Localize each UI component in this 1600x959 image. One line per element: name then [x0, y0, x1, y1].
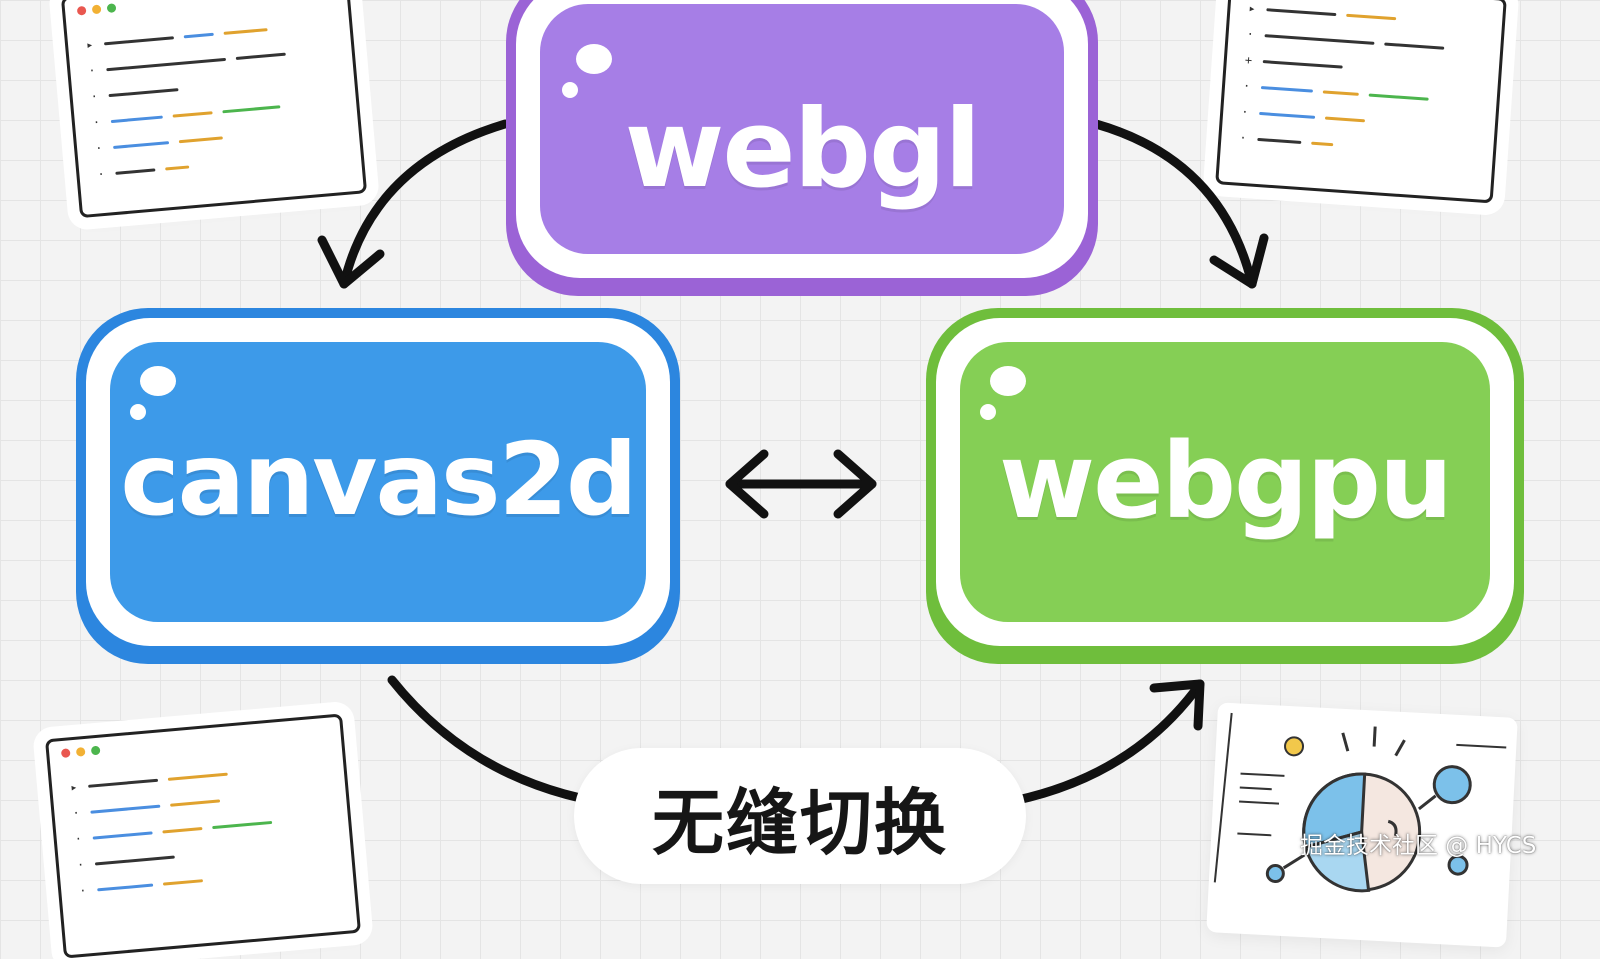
switch-label: 无缝切换: [651, 780, 948, 865]
arrow-webgl-to-canvas2d: [339, 119, 510, 289]
arrowhead-switch-webgpu: [1149, 679, 1205, 731]
node-face: webgl: [540, 4, 1064, 254]
highlight-bubble: [562, 82, 578, 98]
node-webgl: webgl: [506, 0, 1098, 296]
watermark: 掘金技术社区 @ HYCS: [1300, 833, 1537, 859]
highlight-bubble: [576, 44, 612, 74]
node-face: webgpu: [960, 342, 1490, 622]
node-label-webgl: webgl: [624, 86, 982, 212]
highlight-bubble: [990, 366, 1026, 396]
diagram-canvas: ▸ · · · · · ▸ · + · · · ▸ · · · ·: [44, 0, 1537, 959]
highlight-bubble: [130, 404, 146, 420]
highlight-bubble: [980, 404, 996, 420]
highlight-bubble: [140, 366, 176, 396]
switch-label-pill: 无缝切换: [574, 748, 1026, 884]
arrow-webgl-to-webgpu: [1091, 119, 1257, 289]
pie-chart-icon: [1206, 702, 1518, 948]
node-label-canvas2d: canvas2d: [120, 420, 637, 538]
arrowhead-webgpu: [1209, 233, 1269, 289]
node-label-webgpu: webgpu: [999, 420, 1453, 542]
node-canvas2d: canvas2d: [76, 308, 680, 664]
bidirectional-arrow-icon: [725, 449, 877, 519]
arrowhead-canvas2d: [317, 235, 385, 289]
chart-illustration: [1213, 712, 1507, 893]
node-webgpu: webgpu: [926, 308, 1524, 664]
node-face: canvas2d: [110, 342, 646, 622]
